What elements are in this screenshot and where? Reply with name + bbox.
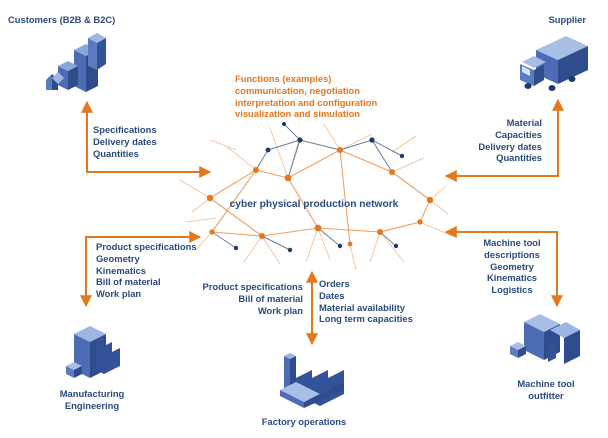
manufacturing-item-product-specifications: Product specifications [96,241,197,252]
factory-item-product-specifications: Product specifications [202,281,303,292]
supplier-item-material: Material [506,117,542,128]
manufacturing-item-kinematics: Kinematics [96,264,147,276]
manufacturing-title-line-2: Engineering [64,399,120,411]
factory-left-items: Product specifications Bill of material … [190,281,303,316]
machine-tool-icon [510,314,580,364]
manufacturing-title: Manufacturing Engineering [36,388,148,412]
outfitter-connector [444,226,563,308]
outfitter-item-descriptions: descriptions [484,248,540,260]
factory-item-material-availability: Material availability [319,301,405,313]
outfitter-item-logistics: Logistics [491,284,533,296]
supplier-item-quantities: Quantities [496,152,542,164]
factory-right-items: Orders Dates Material availability Long … [319,278,413,325]
outfitter-items: Machine tool descriptions Geometry Kinem… [468,237,556,296]
factory-item-work-plan: Work plan [257,304,303,316]
customers-item-delivery-dates: Delivery dates [93,135,157,147]
outfitter-title-line-2: outfitter [528,389,564,401]
factory-chimney-icon [280,353,344,408]
customers-title: Customers (B2B & B2C) [8,14,116,25]
functions-block: Functions (examples) communication, nego… [235,73,377,120]
supplier-item-delivery-dates: Delivery dates [478,140,542,152]
manufacturing-items: Product specifications Geometry Kinemati… [96,241,197,300]
outfitter-item-geometry: Geometry [490,260,534,272]
manufacturing-item-bill-of-material: Bill of material [96,276,161,288]
customers-items: Specifications Delivery dates Quantities [93,124,157,159]
supplier-item-capacities: Capacities [495,128,542,140]
factory-item-bill-of-material: Bill of material [238,292,303,304]
customers-connector [81,100,212,178]
outfitter-title: Machine tool outfitter [500,378,592,402]
customers-item-specifications: Specifications [93,124,157,135]
manufacturing-item-geometry: Geometry [96,252,140,264]
manufacturing-title-line-1: Manufacturing [59,388,125,399]
manufacturing-plant-icon [66,326,120,378]
manufacturing-connector [80,231,202,308]
functions-item-visualization: visualization and simulation [235,108,361,120]
connector-arrows [80,98,564,346]
functions-title: Functions (examples) [235,73,332,84]
delivery-truck-icon [520,36,588,91]
functions-item-interpretation: interpretation and configuration [235,96,378,108]
factory-item-long-term-capacities: Long term capacities [319,313,413,325]
supplier-connector [444,98,564,182]
supplier-title: Supplier [548,14,586,25]
factory-item-orders: Orders [319,278,350,289]
functions-item-communication: communication, negotiation [235,84,361,96]
outfitter-item-kinematics: Kinematics [486,272,538,284]
manufacturing-item-work-plan: Work plan [96,288,142,300]
customers-item-quantities: Quantities [93,147,139,159]
outfitter-title-line-1: Machine tool [517,378,575,389]
factory-item-dates: Dates [319,289,345,301]
city-buildings-icon [46,33,106,92]
network-graph-icon [179,122,453,271]
factory-title: Factory operations [261,416,347,427]
supplier-items: Material Capacities Delivery dates Quant… [440,117,542,164]
outfitter-item-machine-tool: Machine tool [483,237,541,248]
network-label: cyber physical production network [229,199,399,210]
